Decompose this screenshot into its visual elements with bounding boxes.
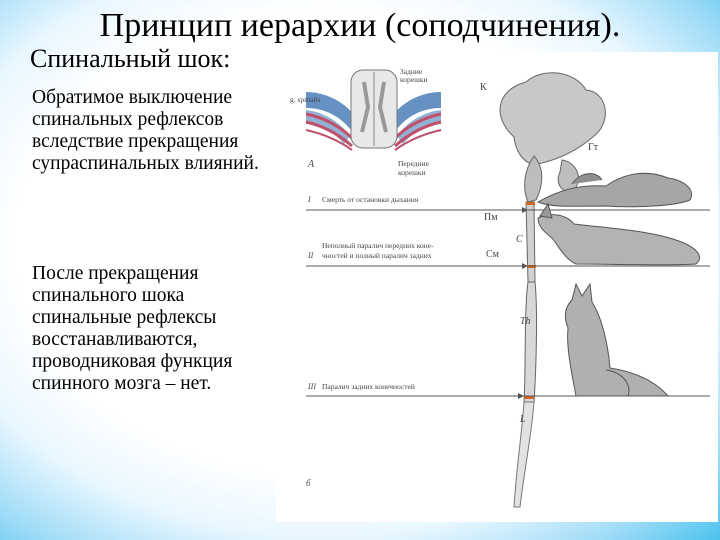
level-3-text: Паралич задних конечностей	[322, 382, 415, 391]
figure-svg: Задние корешки g. spinalis Передние коре…	[290, 67, 710, 508]
medulla-label: Пм	[484, 212, 498, 223]
level-2-text-line2: чностей и полный паралич задних	[322, 251, 432, 260]
thoracic-label: Th	[520, 316, 531, 327]
level-2-text-line1: Неполный паралич передних коне-	[322, 241, 434, 250]
dorsal-roots-label-1: Задние	[400, 67, 423, 76]
brain-and-spinal-cord	[499, 72, 606, 508]
spinal-transection-figure: Задние корешки g. spinalis Передние коре…	[276, 52, 718, 522]
midbrain-label: См	[486, 249, 500, 260]
panel-b-label: б	[306, 478, 311, 488]
definition-paragraph: Обратимое выключение спинальных рефлексо…	[32, 87, 259, 174]
ventral-roots-label-1: Передние	[398, 159, 430, 168]
recovery-paragraph: После прекращения спинального шока спина…	[32, 263, 233, 394]
level-3-numeral: III	[307, 382, 316, 391]
level-1-numeral: I	[307, 195, 311, 204]
dog-lying-illustration	[536, 172, 692, 208]
panel-a-label: А	[307, 159, 315, 170]
dog-sitting-illustration	[564, 282, 670, 397]
level-1-text: Смерть от остановки дыхания	[322, 195, 419, 204]
level-2-numeral: II	[307, 251, 314, 260]
diencephalon-label: Гт	[588, 142, 599, 153]
slide-subtitle: Спинальный шок:	[30, 44, 231, 73]
cervical-label: С	[516, 234, 523, 245]
ganglion-label: g. spinalis	[290, 95, 320, 104]
ventral-roots-label-2: корешки	[398, 168, 426, 177]
cortex-label: К	[480, 82, 487, 93]
spinal-cord-cross-section	[305, 69, 442, 151]
lumbar-label: L	[519, 414, 526, 425]
slide-title: Принцип иерархии (соподчинения).	[99, 7, 621, 44]
dog-partial-paralysis-illustration	[537, 202, 701, 266]
dorsal-roots-label-2: корешки	[400, 75, 428, 84]
